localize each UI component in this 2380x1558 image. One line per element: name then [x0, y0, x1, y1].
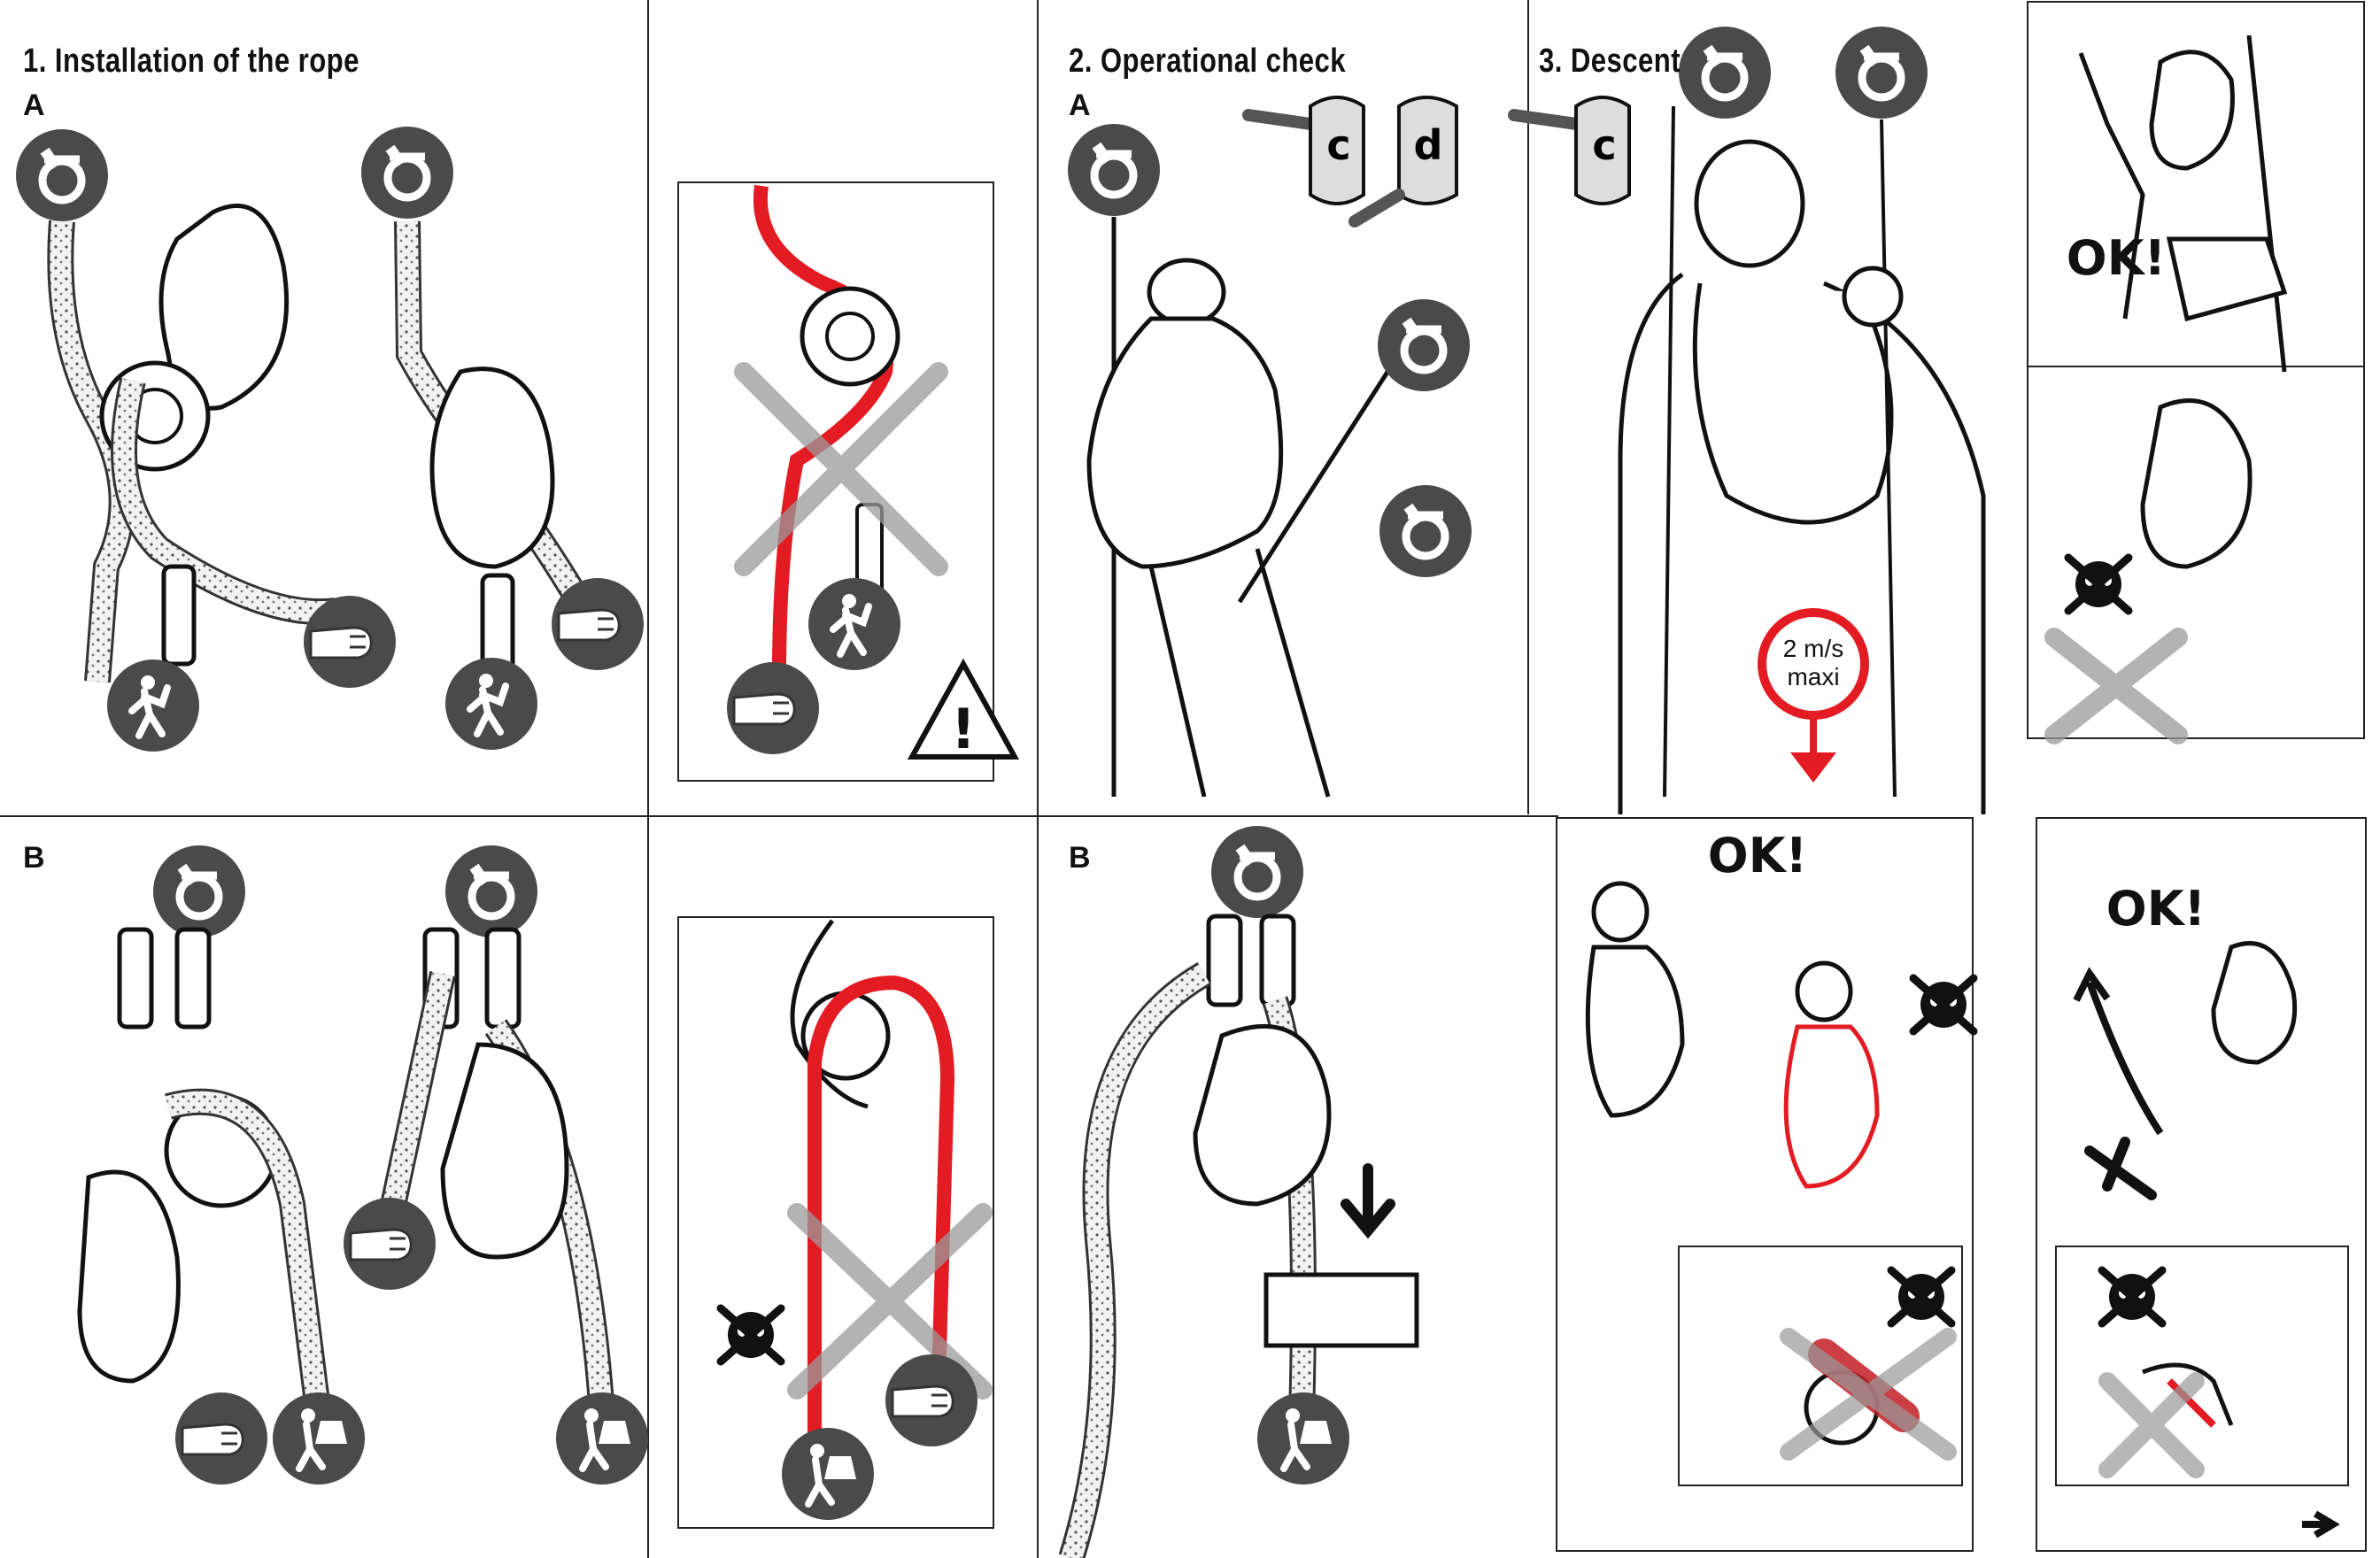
handle-tag-c: c [1326, 121, 1350, 169]
section-title-operational-check: 2. Operational check [1069, 42, 1347, 80]
descent-lock-illustration: OK! [2073, 881, 2340, 1539]
label-a-installation: A [23, 89, 45, 122]
installation-a-right-illustration [361, 127, 645, 750]
operational-check-b-illustration [1058, 826, 1419, 1558]
descent-release-illustration: OK! [1585, 828, 1974, 1461]
down-arrow-icon [1790, 752, 1836, 783]
speed-unit: maxi [1787, 663, 1839, 690]
ok-label-bottom-right: OK! [2106, 881, 2206, 937]
speed-limit-sign: 2 m/s maxi [1758, 608, 1869, 783]
ok-label-bottom-middle: OK! [1708, 828, 1807, 883]
installation-a-warning-illustration: ! [725, 184, 1020, 761]
warning-mark: ! [951, 697, 976, 761]
installation-b-illustration [77, 845, 648, 1485]
operational-check-a-illustration [1068, 124, 1472, 798]
next-page-arrow-icon [2302, 1510, 2340, 1539]
section-title-descent: 3. Descent [1539, 42, 1681, 80]
warning-icon: ! [907, 658, 1020, 761]
handle-positions: c d c [1242, 96, 1631, 228]
ok-label-top-right: OK! [2067, 230, 2166, 286]
installation-b-warning-illustration [721, 919, 993, 1520]
label-b-installation: B [23, 841, 45, 875]
section-title-installation: 1. Installation of the rope [23, 42, 359, 80]
label-b-operational-check: B [1069, 841, 1091, 875]
speed-value: 2 m/s [1783, 635, 1843, 662]
handle-tag-d: d [1414, 121, 1443, 169]
descent-illustration [1618, 27, 1986, 814]
handle-tag-c2: c [1592, 121, 1616, 169]
descent-ok-check-illustration: OK! [2044, 35, 2288, 744]
installation-a-left-illustration [16, 129, 398, 752]
label-a-operational-check: A [1069, 89, 1091, 122]
